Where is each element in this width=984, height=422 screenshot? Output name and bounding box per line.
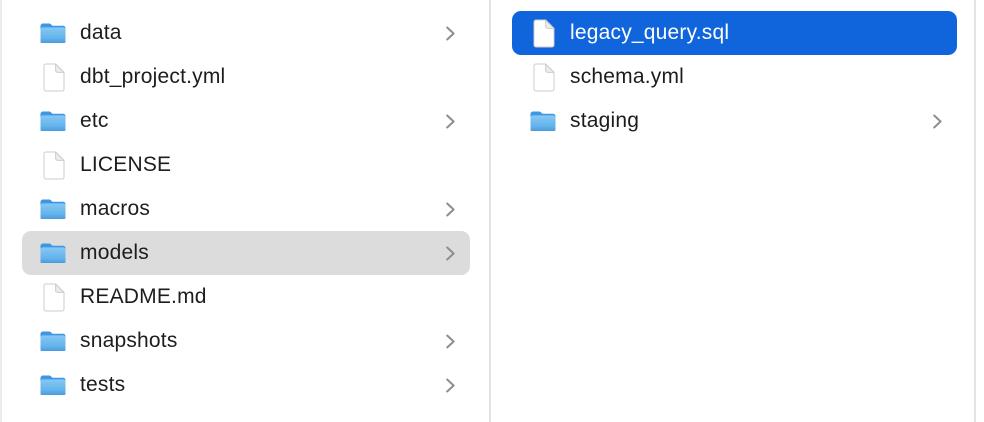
folder-icon — [38, 370, 68, 400]
folder-icon — [38, 194, 68, 224]
chevron-right-icon — [445, 113, 456, 130]
chevron-right-icon — [932, 113, 943, 130]
list-item-license[interactable]: LICENSE — [22, 143, 470, 187]
document-icon — [38, 282, 68, 312]
list-item-macros[interactable]: macros — [22, 187, 470, 231]
item-label: etc — [80, 109, 109, 132]
chevron-right-icon — [445, 25, 456, 42]
document-icon — [528, 18, 558, 48]
chevron-right-icon — [445, 201, 456, 218]
chevron-right-icon — [445, 377, 456, 394]
column-divider[interactable] — [489, 0, 491, 422]
item-label: schema.yml — [570, 65, 685, 88]
list-item-snapshots[interactable]: snapshots — [22, 319, 470, 363]
item-label: snapshots — [80, 329, 178, 352]
document-icon — [528, 62, 558, 92]
list-item-schema-yml[interactable]: schema.yml — [512, 55, 957, 99]
item-label: models — [80, 241, 149, 264]
folder-icon — [528, 106, 558, 136]
list-item-tests[interactable]: tests — [22, 363, 470, 407]
folder-icon — [38, 18, 68, 48]
item-label: LICENSE — [80, 153, 172, 176]
item-label: macros — [80, 197, 151, 220]
list-item-staging[interactable]: staging — [512, 99, 957, 143]
chevron-right-icon — [445, 245, 456, 262]
list-item-etc[interactable]: etc — [22, 99, 470, 143]
document-icon — [38, 150, 68, 180]
column-divider-right[interactable] — [974, 0, 976, 422]
folder-icon — [38, 238, 68, 268]
item-label: data — [80, 21, 122, 44]
folder-icon — [38, 106, 68, 136]
item-label: tests — [80, 373, 126, 396]
chevron-right-icon — [445, 333, 456, 350]
file-column-child: legacy_query.sql schema.yml staging — [491, 11, 975, 422]
document-icon — [38, 62, 68, 92]
item-label: dbt_project.yml — [80, 65, 226, 88]
list-item-legacy-query-sql[interactable]: legacy_query.sql — [512, 11, 957, 55]
item-label: README.md — [80, 285, 207, 308]
list-item-data[interactable]: data — [22, 11, 470, 55]
folder-icon — [38, 326, 68, 356]
list-item-readme-md[interactable]: README.md — [22, 275, 470, 319]
list-item-dbt-project-yml[interactable]: dbt_project.yml — [22, 55, 470, 99]
item-label: staging — [570, 109, 640, 132]
item-label: legacy_query.sql — [570, 21, 730, 44]
column-divider-left-edge — [0, 0, 2, 422]
list-item-models[interactable]: models — [22, 231, 470, 275]
